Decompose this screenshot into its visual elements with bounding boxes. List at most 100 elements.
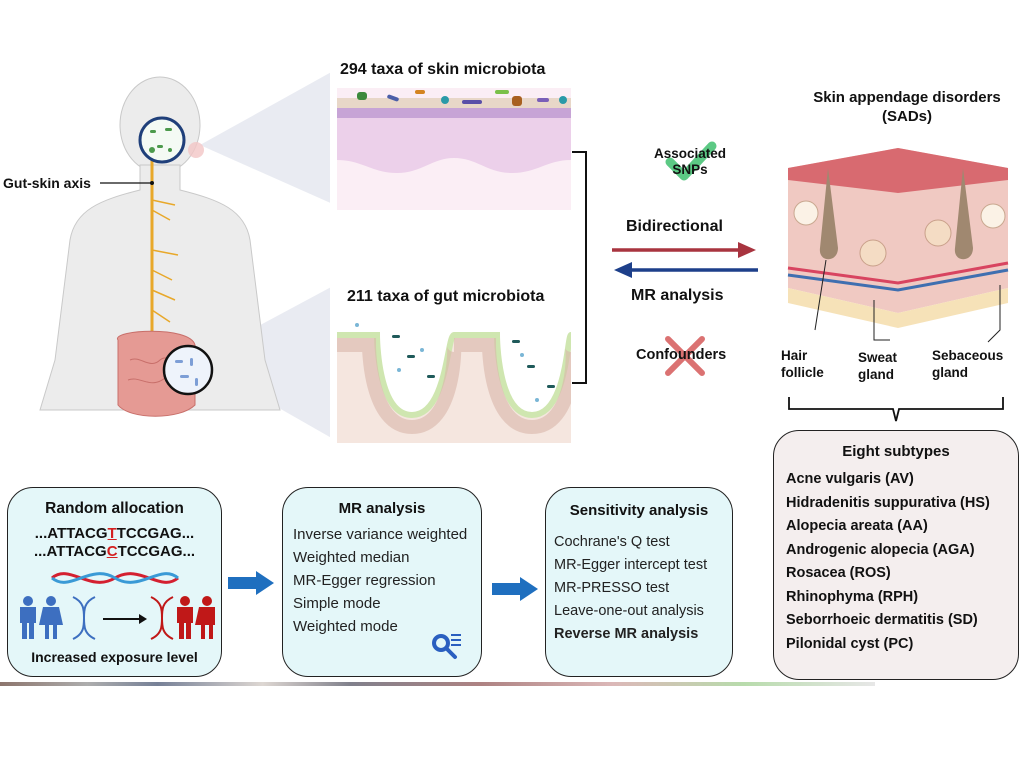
sweat-gland-line1: Sweat (858, 350, 898, 365)
seq2-prefix: ...ATTACG (33, 543, 107, 560)
check-icon (665, 141, 717, 181)
people-red-icon (176, 596, 215, 639)
increased-exposure-label: Increased exposure level (31, 649, 198, 665)
skin-microbiota-title: 294 taxa of skin microbiota (340, 61, 546, 78)
subtype-item: Rhinophyma (RPH) (786, 588, 919, 605)
hair-follicle-shape-2 (954, 168, 973, 260)
sensitivity-analysis-box: Sensitivity analysis Cochrane's Q test M… (545, 487, 733, 677)
gut-bacteria (392, 335, 555, 388)
mr-method-item: MR-Egger regression (293, 572, 436, 589)
gut-microbes (175, 358, 198, 386)
hair-follicle-line1: Hair (781, 348, 808, 363)
seq2-suffix: TCCGAG... (117, 543, 196, 560)
sensitivity-test-item: MR-Egger intercept test (554, 557, 708, 573)
mr-analysis-box-title: MR analysis (338, 500, 426, 517)
sweat-gland-shape-2 (924, 219, 952, 247)
sebaceous-gland-shape (793, 200, 819, 226)
epithelial-cells (337, 338, 571, 435)
seq1-suffix: TCCGAG... (116, 525, 195, 542)
dna-red-icon (150, 596, 173, 640)
snp-sequences: ...ATTACGTTCCGAG... ...ATTACGCTCCGAG... (8, 525, 221, 561)
mr-method-item: Inverse variance weighted (293, 526, 468, 543)
random-allocation-title: Random allocation (45, 500, 184, 517)
gut-villi-illustration (337, 315, 571, 443)
gut-microbiota-title: 211 taxa of gut microbiota (347, 288, 545, 305)
leader-dot (150, 181, 154, 185)
dna-blue-icon (72, 596, 95, 640)
forward-arrow (612, 242, 756, 258)
gut-bacteria-light (355, 323, 539, 402)
artery (787, 261, 1009, 285)
random-allocation-box: Random allocation ...ATTACGTTCCGAG... ..… (7, 487, 222, 677)
sequence-1: ...ATTACGTTCCGAG... (8, 525, 221, 543)
facial-lesion (188, 142, 204, 158)
mr-methods-list: Inverse variance weighted Weighted media… (293, 523, 481, 638)
mr-analysis-label: MR analysis (631, 287, 724, 304)
sads-title-line2: (SADs) (881, 108, 932, 125)
stratum-corneum (337, 98, 571, 108)
vein (787, 268, 1009, 292)
sads-leader-lines (814, 260, 1001, 343)
curly-brace (788, 397, 1004, 422)
hair-follicle-line2: follicle (781, 365, 824, 380)
subtypes-list: Acne vulgaris (AV) Hidradenitis suppurat… (786, 468, 1018, 656)
gut-skin-axis-label: Gut-skin axis (3, 175, 91, 191)
mr-analysis-box: MR analysis Inverse variance weighted We… (282, 487, 482, 677)
sweat-gland-shape (859, 239, 887, 267)
sensitivity-tests-list: Cochrane's Q test MR-Egger intercept tes… (554, 531, 732, 646)
dna-helix-icon (50, 572, 179, 584)
skin-bacteria (357, 90, 567, 106)
exposure-illustration (19, 596, 215, 640)
skin-surface (788, 148, 1008, 193)
associated-snps-label: Associated SNPs (653, 146, 727, 177)
bidirectional-label: Bidirectional (626, 218, 723, 235)
panel-bracket (572, 151, 587, 384)
eight-subtypes-box: Eight subtypes Acne vulgaris (AV) Hidrad… (773, 430, 1019, 680)
basal-layer (337, 108, 571, 118)
skin-microbes (149, 128, 172, 153)
sebaceous-gland-label: Sebaceous gland (932, 347, 1003, 381)
mr-method-item: Weighted mode (293, 618, 398, 635)
sads-title: Skin appendage disorders (SADs) (780, 88, 1024, 126)
skin-microbiome-magnifier (138, 116, 186, 164)
sweat-gland-label: Sweat gland (858, 349, 897, 383)
hair-follicle-label: Hair follicle (781, 347, 824, 381)
sensitivity-analysis-title: Sensitivity analysis (569, 502, 709, 519)
seq1-prefix: ...ATTACG (34, 525, 108, 542)
sebaceous-gland-line2: gland (932, 365, 968, 380)
fat-layer (788, 288, 1008, 328)
gut-microbiome-magnifier (162, 344, 214, 396)
nerve-branches (151, 199, 179, 323)
sensitivity-test-item: Leave-one-out analysis (554, 603, 704, 619)
people-blue-icon (19, 596, 63, 639)
flow-arrow-1 (228, 571, 274, 595)
reverse-mr-item: Reverse MR analysis (554, 626, 699, 642)
hair-follicle-shape (819, 168, 838, 260)
subtype-item: Hidradenitis suppurativa (HS) (786, 494, 990, 511)
sebaceous-gland-shape-2 (980, 203, 1006, 229)
subtype-item: Androgenic alopecia (AGA) (786, 541, 975, 558)
skin-layer-illustration (337, 88, 571, 210)
flow-arrow-2 (492, 577, 538, 601)
reverse-arrow (614, 262, 758, 278)
subtype-item: Acne vulgaris (AV) (786, 471, 914, 487)
search-analysis-icon (432, 634, 461, 659)
mr-method-item: Simple mode (293, 595, 381, 612)
increase-arrowhead (138, 614, 147, 624)
mr-method-item: Weighted median (293, 549, 410, 566)
sensitivity-test-item: Cochrane's Q test (554, 534, 670, 550)
subtype-item: Pilonidal cyst (PC) (786, 635, 914, 652)
skin-cross-section-illustration (787, 148, 1009, 328)
subtype-item: Rosacea (ROS) (786, 565, 891, 581)
sequence-2: ...ATTACGCTCCGAG... (8, 543, 221, 561)
mucus-layer (337, 332, 571, 419)
bottom-image-strip (0, 682, 875, 686)
sebaceous-gland-line1: Sebaceous (932, 348, 1004, 363)
skin-projection-cone (200, 72, 330, 203)
sads-title-line1: Skin appendage disorders (813, 89, 1001, 106)
sensitivity-test-item: MR-PRESSO test (554, 580, 670, 596)
human-body-illustration (39, 72, 330, 438)
seq2-variant: C (106, 543, 118, 560)
cross-icon (665, 336, 705, 376)
sweat-gland-line2: gland (858, 367, 894, 382)
